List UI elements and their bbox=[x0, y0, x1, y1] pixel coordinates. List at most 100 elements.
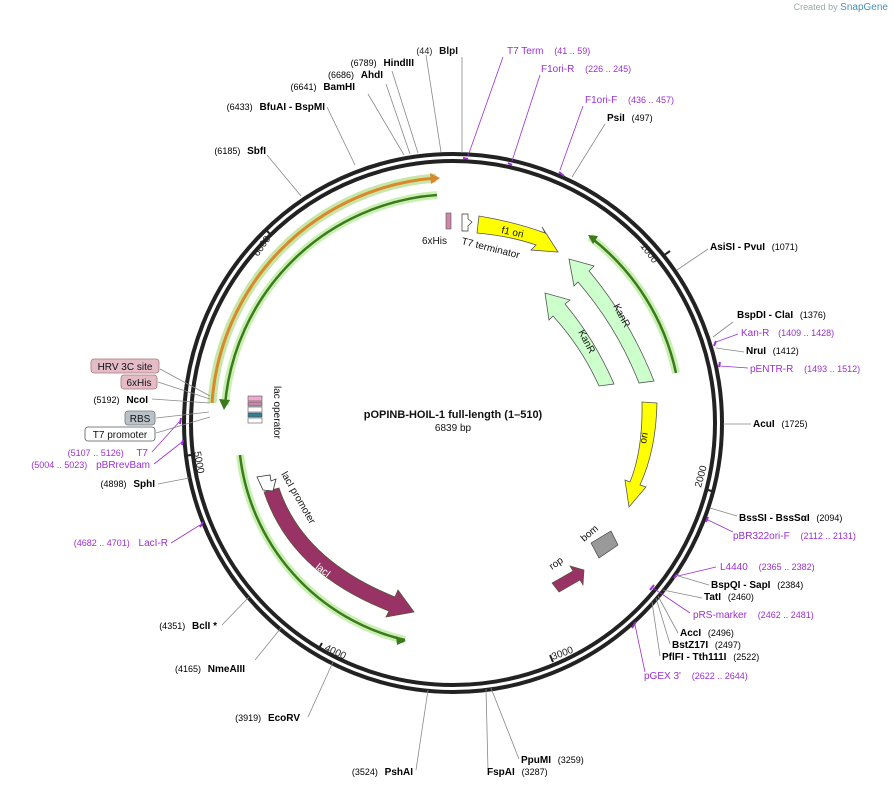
feature-ori: ori bbox=[624, 401, 658, 508]
f1-ori-label: f1 ori bbox=[500, 225, 524, 240]
plasmid-title: pOPINB-HOIL-1 full-length (1–510) bbox=[364, 409, 543, 421]
leader-ncoi bbox=[151, 398, 211, 404]
leader-pbr322ori-f bbox=[707, 519, 734, 533]
orf-green-arc bbox=[221, 191, 438, 406]
snapgene-logo: SnapGene bbox=[840, 2, 888, 13]
site-num: (2522) bbox=[733, 652, 759, 662]
primer-label-prs-marker: pRS-marker (2462 .. 2481) bbox=[693, 610, 814, 621]
primer-label-pbr322ori-f: pBR322ori-F (2112 .. 2131) bbox=[733, 531, 856, 542]
site-label-bamhi: (6641) BamHI bbox=[291, 82, 356, 93]
leader-bspqi bbox=[674, 574, 710, 586]
primer-label-pbrrevbam: (5004 .. 5023) pBRrevBam bbox=[31, 460, 150, 471]
leader-pentr-r bbox=[719, 365, 749, 369]
leader-sphi bbox=[157, 477, 190, 485]
primer-label-f1ori-f: F1ori-F (436 .. 457) bbox=[585, 95, 674, 106]
leader-ahdi bbox=[385, 83, 411, 155]
laci-promoter-arrow bbox=[256, 474, 277, 492]
site-num: (3259) bbox=[558, 755, 584, 765]
site-name: NcoI bbox=[126, 395, 148, 406]
leader-rbs bbox=[155, 411, 210, 419]
lac-operator-block bbox=[247, 406, 263, 413]
plasmid-length: 6839 bp bbox=[435, 423, 472, 434]
site-label-bcli: (4351) BclI * bbox=[159, 621, 217, 632]
kan-orf-arc-core bbox=[589, 236, 678, 374]
site-name: AhdI bbox=[361, 70, 383, 81]
site-name: HindIII bbox=[383, 58, 414, 69]
orf-orange-arrowhead bbox=[430, 173, 440, 184]
tick-1000 bbox=[662, 250, 671, 257]
primer-leaders bbox=[151, 56, 749, 673]
orf-green-arrowhead bbox=[219, 399, 230, 410]
primer-label-pentr-r: pENTR-R (1493 .. 1512) bbox=[750, 364, 860, 375]
hrv-3c-site-label: HRV 3C site bbox=[98, 362, 153, 373]
primer-label-pgex3: pGEX 3' (2622 .. 2644) bbox=[644, 671, 748, 682]
site-num: (6789) bbox=[351, 58, 377, 68]
rop-label: rop bbox=[547, 555, 566, 573]
site-name: PshAI bbox=[385, 767, 414, 778]
leader-pflfi bbox=[651, 601, 661, 657]
site-label-psii: PsiI (497) bbox=[607, 113, 653, 124]
backbone-outer bbox=[182, 152, 724, 694]
site-num: (6185) bbox=[214, 146, 240, 156]
primer-mark-pbr322ori-f bbox=[705, 516, 709, 523]
leader-6xhis bbox=[157, 381, 211, 400]
site-num: (1071) bbox=[772, 242, 798, 252]
tick-2000 bbox=[707, 489, 716, 493]
ori-arrow bbox=[624, 401, 658, 508]
site-name: BamHI bbox=[323, 82, 355, 93]
orf-orange-arc bbox=[207, 173, 437, 404]
primer-label-t7: (5107 .. 5126) T7 bbox=[68, 448, 149, 459]
primer-label-kan-r: Kan-R (1409 .. 1428) bbox=[741, 328, 834, 339]
rbs-label: RBS bbox=[130, 414, 151, 425]
site-num: (1725) bbox=[781, 419, 807, 429]
tick-4000 bbox=[317, 642, 323, 651]
leader-bfuai bbox=[326, 106, 356, 166]
orf-green-arc-core bbox=[223, 193, 438, 406]
orf-arcs bbox=[207, 173, 680, 645]
feature-f1-ori: f1 ori bbox=[476, 215, 559, 253]
feature-rop: rop bbox=[547, 555, 585, 593]
site-name: BssSI - BssSαI bbox=[739, 513, 810, 524]
laci-orf-arc-outer-core bbox=[238, 454, 406, 642]
leader-ppumi bbox=[490, 687, 520, 760]
site-num: (44) bbox=[416, 46, 432, 56]
site-name: BstZ17I bbox=[672, 640, 708, 651]
site-name: SbfI bbox=[247, 146, 266, 157]
primer-mark-t7 bbox=[179, 417, 182, 425]
kan-orf-arrowhead bbox=[588, 235, 598, 244]
leader-tati bbox=[662, 589, 703, 599]
feature-laci: lacI bbox=[263, 487, 415, 618]
site-label-sbfi: (6185) SbfI bbox=[214, 146, 266, 157]
site-num: (6686) bbox=[328, 70, 354, 80]
leader-bamhi bbox=[367, 93, 405, 156]
rbs-box bbox=[124, 410, 156, 426]
site-label-sphi: (4898) SphI bbox=[101, 479, 156, 490]
site-name: BspQI - SapI bbox=[711, 580, 771, 591]
kanr-outer-arrow bbox=[568, 258, 655, 384]
leader-l4440 bbox=[677, 566, 717, 577]
6xhis-label: 6xHis bbox=[126, 378, 151, 389]
leader-kan-r bbox=[715, 333, 739, 343]
site-labels: (44) BlpI (6789) HindIII (6686) AhdI (66… bbox=[94, 46, 843, 778]
leader-pshai bbox=[415, 689, 429, 771]
leader-asisi bbox=[676, 248, 709, 271]
site-num: (2384) bbox=[777, 580, 803, 590]
site-label-ecorv: (3919) EcoRV bbox=[235, 713, 300, 724]
site-label-acci: AccI (2496) bbox=[680, 628, 734, 639]
t7-promoter-label: T7 promoter bbox=[93, 430, 148, 441]
kanr-inner-arrow bbox=[544, 292, 615, 387]
leader-bstz17i bbox=[655, 597, 671, 645]
site-num: (1412) bbox=[773, 346, 799, 356]
site-name: PpuMI bbox=[521, 755, 551, 766]
leader-acci bbox=[657, 595, 679, 634]
site-name: FspAI bbox=[487, 767, 515, 778]
site-name: PsiI bbox=[607, 113, 625, 124]
leader-psii bbox=[571, 123, 606, 178]
site-num: (6641) bbox=[291, 82, 317, 92]
t7-terminator-label: T7 terminator bbox=[460, 236, 521, 261]
site-label-blpi: (44) BlpI bbox=[416, 46, 458, 57]
primer-mark-prs-marker bbox=[649, 584, 655, 591]
rbs-block bbox=[247, 412, 263, 418]
site-num: (4898) bbox=[101, 479, 127, 489]
